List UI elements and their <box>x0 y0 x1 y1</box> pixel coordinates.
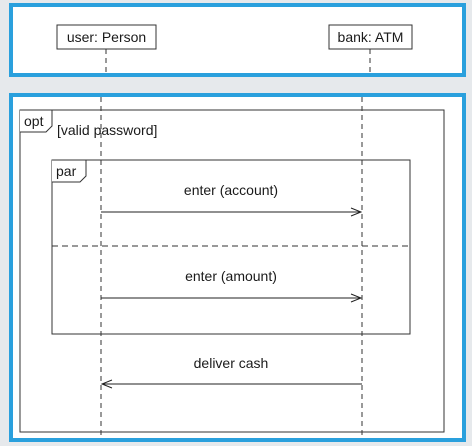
par-operator-tab <box>52 159 87 183</box>
opt-operator-label: opt <box>24 113 44 129</box>
body-panel <box>9 93 466 442</box>
message-label-enter-account: enter (account) <box>184 182 278 198</box>
lifeline-head-person: user: Person <box>56 24 157 50</box>
opt-fragment: opt [valid password] <box>19 109 445 433</box>
lifeline-label-atm: bank: ATM <box>338 29 404 45</box>
message-enter-amount: enter (amount) <box>101 268 361 298</box>
message-enter-account: enter (account) <box>101 182 361 212</box>
message-label-deliver-cash: deliver cash <box>194 355 269 371</box>
opt-guard-label: [valid password] <box>57 122 157 138</box>
par-fragment: par <box>51 159 411 335</box>
message-label-enter-amount: enter (amount) <box>185 268 277 284</box>
message-deliver-cash: deliver cash <box>102 355 362 384</box>
opt-operator-tab <box>20 109 53 133</box>
par-operator-label: par <box>56 163 77 179</box>
lifeline-head-atm: bank: ATM <box>328 24 413 50</box>
lifeline-label-person: user: Person <box>67 29 146 45</box>
